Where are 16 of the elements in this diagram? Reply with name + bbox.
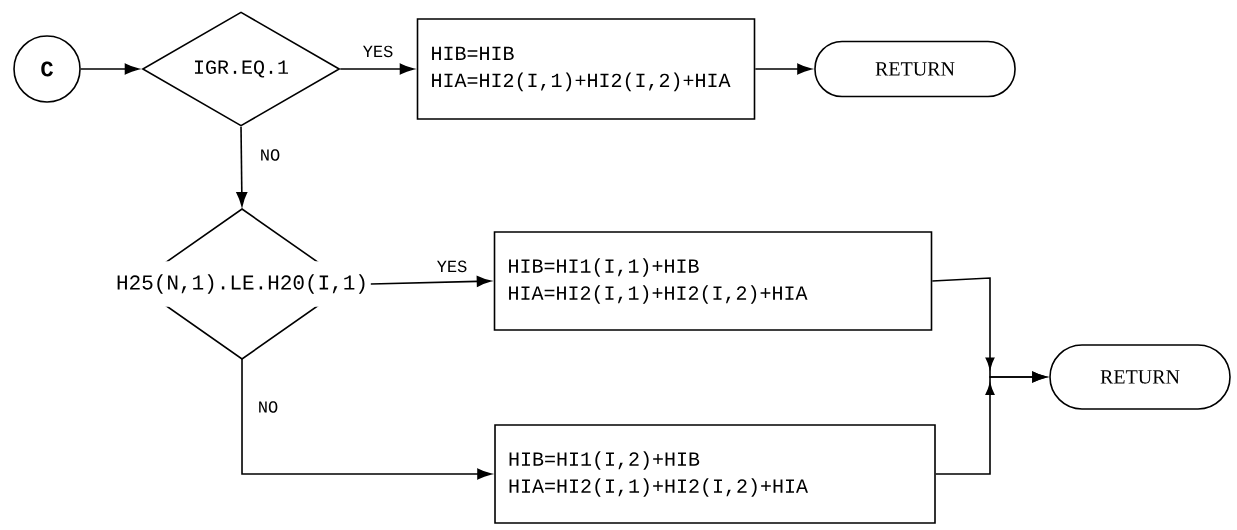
edge-label: YES	[361, 44, 395, 59]
process-box: HIB=HI1(I,2)+HIB HIA=HI2(I,1)+HI2(I,2)+HIA	[494, 424, 936, 524]
process-box: HIB=HIB HIA=HI2(I,1)+HI2(I,2)+HIA	[416, 18, 756, 120]
process-box: HIB=HI1(I,1)+HIB HIA=HI2(I,1)+HI2(I,2)+HIA	[493, 231, 933, 331]
edge-label: YES	[435, 259, 469, 274]
edge-label: NO	[258, 148, 282, 162]
arrow	[236, 126, 248, 207]
arrow	[935, 371, 1047, 475]
arrow	[339, 63, 415, 75]
terminal: RETURN	[814, 40, 1016, 98]
arrow	[241, 358, 492, 480]
terminal: RETURN	[1049, 344, 1231, 410]
arrow	[754, 63, 812, 75]
arrow	[370, 275, 492, 287]
edge-label: NO	[256, 400, 280, 414]
arrow	[80, 63, 139, 75]
